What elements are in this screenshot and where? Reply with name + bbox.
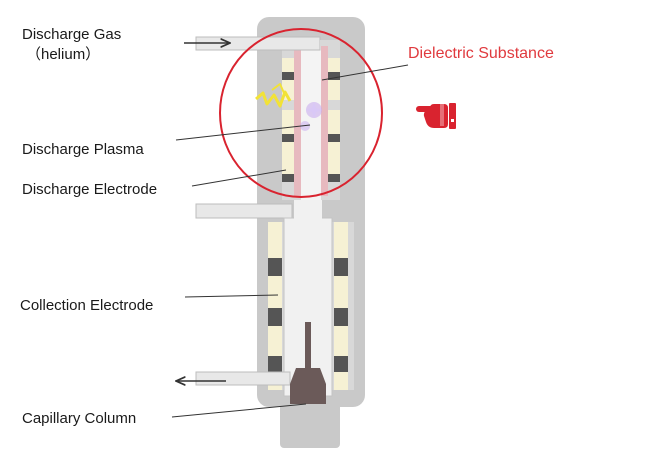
collection-electrode-left	[268, 222, 282, 390]
collection-electrode-right	[334, 222, 348, 390]
gas-outlet-pipe	[195, 371, 291, 386]
base-block	[280, 398, 340, 448]
label-discharge-electrode: Discharge Electrode	[22, 181, 158, 198]
discharge-electrode-left	[282, 58, 294, 182]
capillary-column	[290, 322, 326, 404]
discharge-channel	[301, 40, 321, 200]
label-discharge-gas: Discharge Gas	[22, 26, 122, 43]
side-pipe-middle	[195, 203, 293, 219]
highlight-circle	[219, 28, 383, 198]
leader-discharge-electrode	[191, 169, 287, 187]
label-helium: （helium）	[26, 46, 101, 63]
discharge-electrode-right	[328, 58, 340, 182]
label-dielectric-substance: Dielectric Substance	[408, 45, 554, 62]
leader-plasma	[175, 124, 311, 141]
label-discharge-plasma: Discharge Plasma	[22, 141, 144, 158]
label-collection-electrode: Collection Electrode	[20, 297, 154, 314]
pointing-hand-icon	[416, 103, 456, 129]
leader-capillary	[171, 403, 307, 418]
label-capillary-column: Capillary Column	[22, 410, 137, 427]
leader-collection	[184, 294, 279, 298]
leader-dielectric	[321, 64, 409, 81]
lightning-spark-icon	[255, 83, 292, 108]
